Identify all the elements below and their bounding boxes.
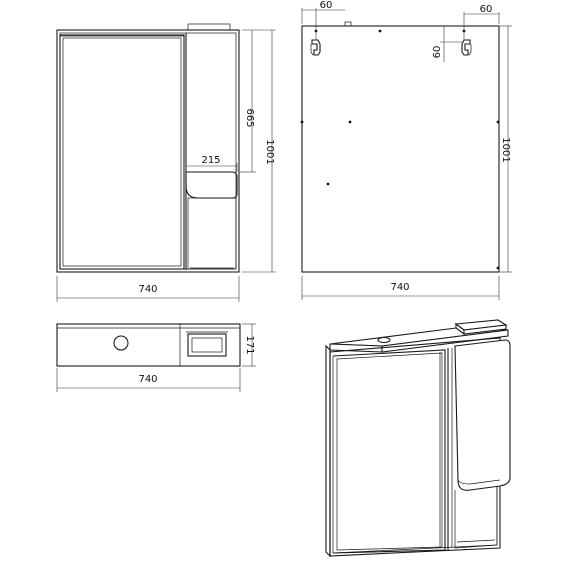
iso-lower-shelf <box>454 486 498 549</box>
iso-shelf-door <box>454 339 511 491</box>
front-shelf-width-label: 215 <box>201 155 220 166</box>
iso-handle-front <box>463 324 507 335</box>
front-view: 740 1001 665 215 <box>56 23 276 302</box>
front-mirror-door <box>59 34 185 270</box>
iso-left-side <box>325 344 331 558</box>
top-body <box>56 323 241 367</box>
iso-front-frame <box>329 337 501 557</box>
back-view: 60 60 60 1001 740 <box>300 0 512 300</box>
top-depth-label: 171 <box>244 335 255 354</box>
front-shelf-door <box>185 171 238 199</box>
back-hole <box>378 29 382 33</box>
top-view: 171 740 <box>56 323 256 392</box>
back-hook-offset-right-label: 60 <box>480 4 493 15</box>
front-outer-frame <box>56 29 240 273</box>
top-width-label: 740 <box>138 374 157 385</box>
front-mirror-inner <box>62 37 182 267</box>
iso-light-hole <box>377 336 391 344</box>
back-hook-offset-top-label: 60 <box>432 46 443 59</box>
front-mirror-height-label: 665 <box>244 108 255 127</box>
front-width-label: 740 <box>138 284 157 295</box>
iso-mirror-inner <box>336 352 443 551</box>
back-hole <box>496 266 500 270</box>
top-shelf-inner <box>191 337 223 353</box>
back-hole <box>326 182 330 186</box>
front-lower-shelf <box>187 197 237 270</box>
isometric-view <box>325 319 511 558</box>
back-panel <box>301 25 500 273</box>
front-inner-frame <box>59 32 237 270</box>
top-shelf-box <box>187 333 227 357</box>
back-top-mark <box>344 21 352 27</box>
back-hook-right <box>461 39 472 56</box>
top-light-hole <box>113 335 129 351</box>
iso-shelf-door-curve <box>457 479 501 485</box>
back-hook-left <box>310 39 321 56</box>
back-hole <box>348 120 352 124</box>
front-height-label: 1001 <box>264 139 275 164</box>
back-hole <box>496 120 500 124</box>
iso-lower-shelf-bottom <box>456 539 496 543</box>
back-hole <box>300 120 304 124</box>
back-height-label: 1001 <box>500 137 511 162</box>
iso-top-front <box>381 329 509 353</box>
front-top-light <box>187 23 231 31</box>
back-width-label: 740 <box>390 282 409 293</box>
back-hook-offset-left-label: 60 <box>320 0 333 11</box>
iso-mirror-door <box>332 349 446 554</box>
